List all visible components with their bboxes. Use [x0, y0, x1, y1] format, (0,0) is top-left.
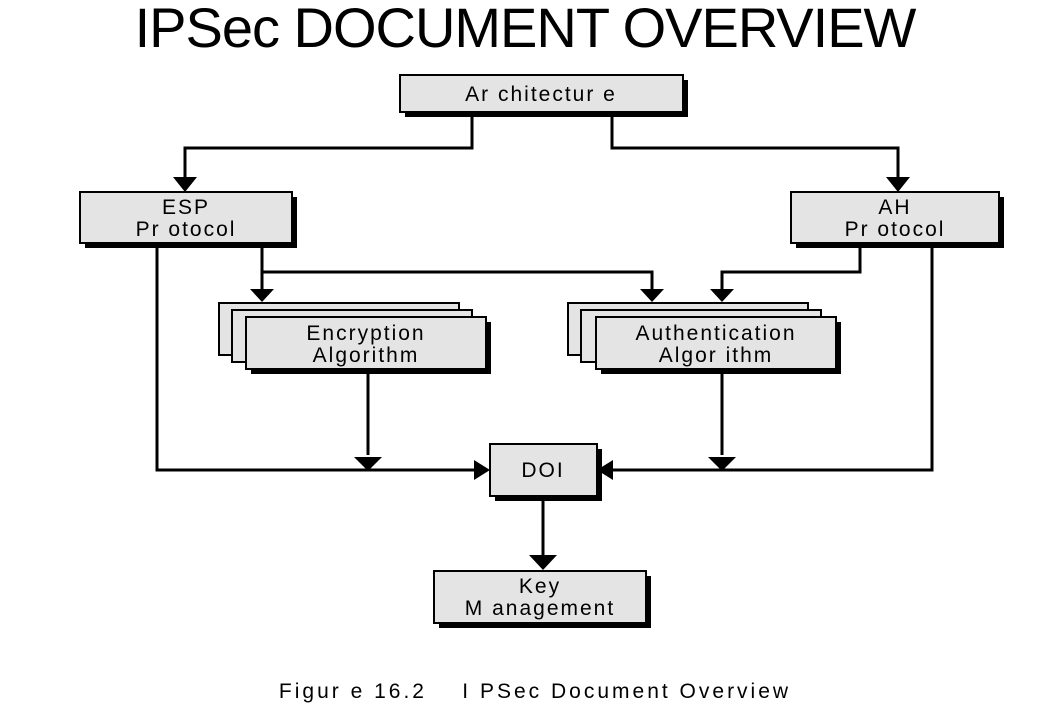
- node-architecture: Ar chitectur e: [399, 74, 688, 117]
- connectors: [155, 112, 934, 555]
- node-esp: ESP Pr otocol: [79, 191, 297, 248]
- arrowhead-auth-right: [710, 289, 734, 302]
- arrowhead-ah: [886, 177, 910, 192]
- node-key-management: Key M anagement: [433, 570, 651, 628]
- page-title: IPSec DOCUMENT OVERVIEW: [134, 0, 917, 59]
- edge-architecture-ah: [610, 112, 900, 178]
- node-ah: AH Pr otocol: [790, 191, 1004, 248]
- arrowheads: [173, 177, 910, 570]
- node-encryption: Encryption Algorithm: [218, 302, 491, 374]
- node-authentication: Authentication Algor ithm: [567, 302, 841, 374]
- arrowhead-enc-doi: [354, 457, 382, 471]
- arrowhead-esp: [173, 177, 197, 192]
- node-encryption-line1: Encryption: [306, 322, 425, 345]
- arrowhead-auth-left: [640, 289, 664, 302]
- node-architecture-label: Ar chitectur e: [465, 83, 617, 106]
- node-esp-line1: ESP: [162, 196, 210, 219]
- edge-esp-doi: [155, 244, 477, 472]
- node-ah-line2: Pr otocol: [845, 218, 946, 241]
- edge-esp-authentication: [262, 270, 654, 290]
- edge-ah-authentication: [720, 244, 862, 290]
- node-ah-line1: AH: [878, 196, 911, 219]
- arrowhead-encryption: [250, 289, 274, 302]
- node-key-line1: Key: [519, 575, 561, 598]
- edge-architecture-esp: [183, 112, 474, 178]
- node-authentication-line1: Authentication: [635, 322, 796, 345]
- node-esp-line2: Pr otocol: [136, 218, 237, 241]
- node-doi: DOI: [489, 443, 602, 501]
- figure-caption: Figur e 16.2 I PSec Document Overview: [278, 680, 792, 703]
- arrowhead-doi-left: [474, 460, 490, 480]
- arrowhead-key: [529, 555, 557, 570]
- arrowhead-auth-doi: [708, 457, 736, 471]
- node-authentication-line2: Algor ithm: [659, 344, 774, 367]
- node-doi-label: DOI: [521, 459, 564, 482]
- edge-ah-doi: [610, 244, 934, 472]
- node-encryption-line2: Algorithm: [313, 344, 420, 367]
- node-key-line2: M anagement: [465, 597, 615, 620]
- arrowhead-doi-right: [597, 460, 613, 480]
